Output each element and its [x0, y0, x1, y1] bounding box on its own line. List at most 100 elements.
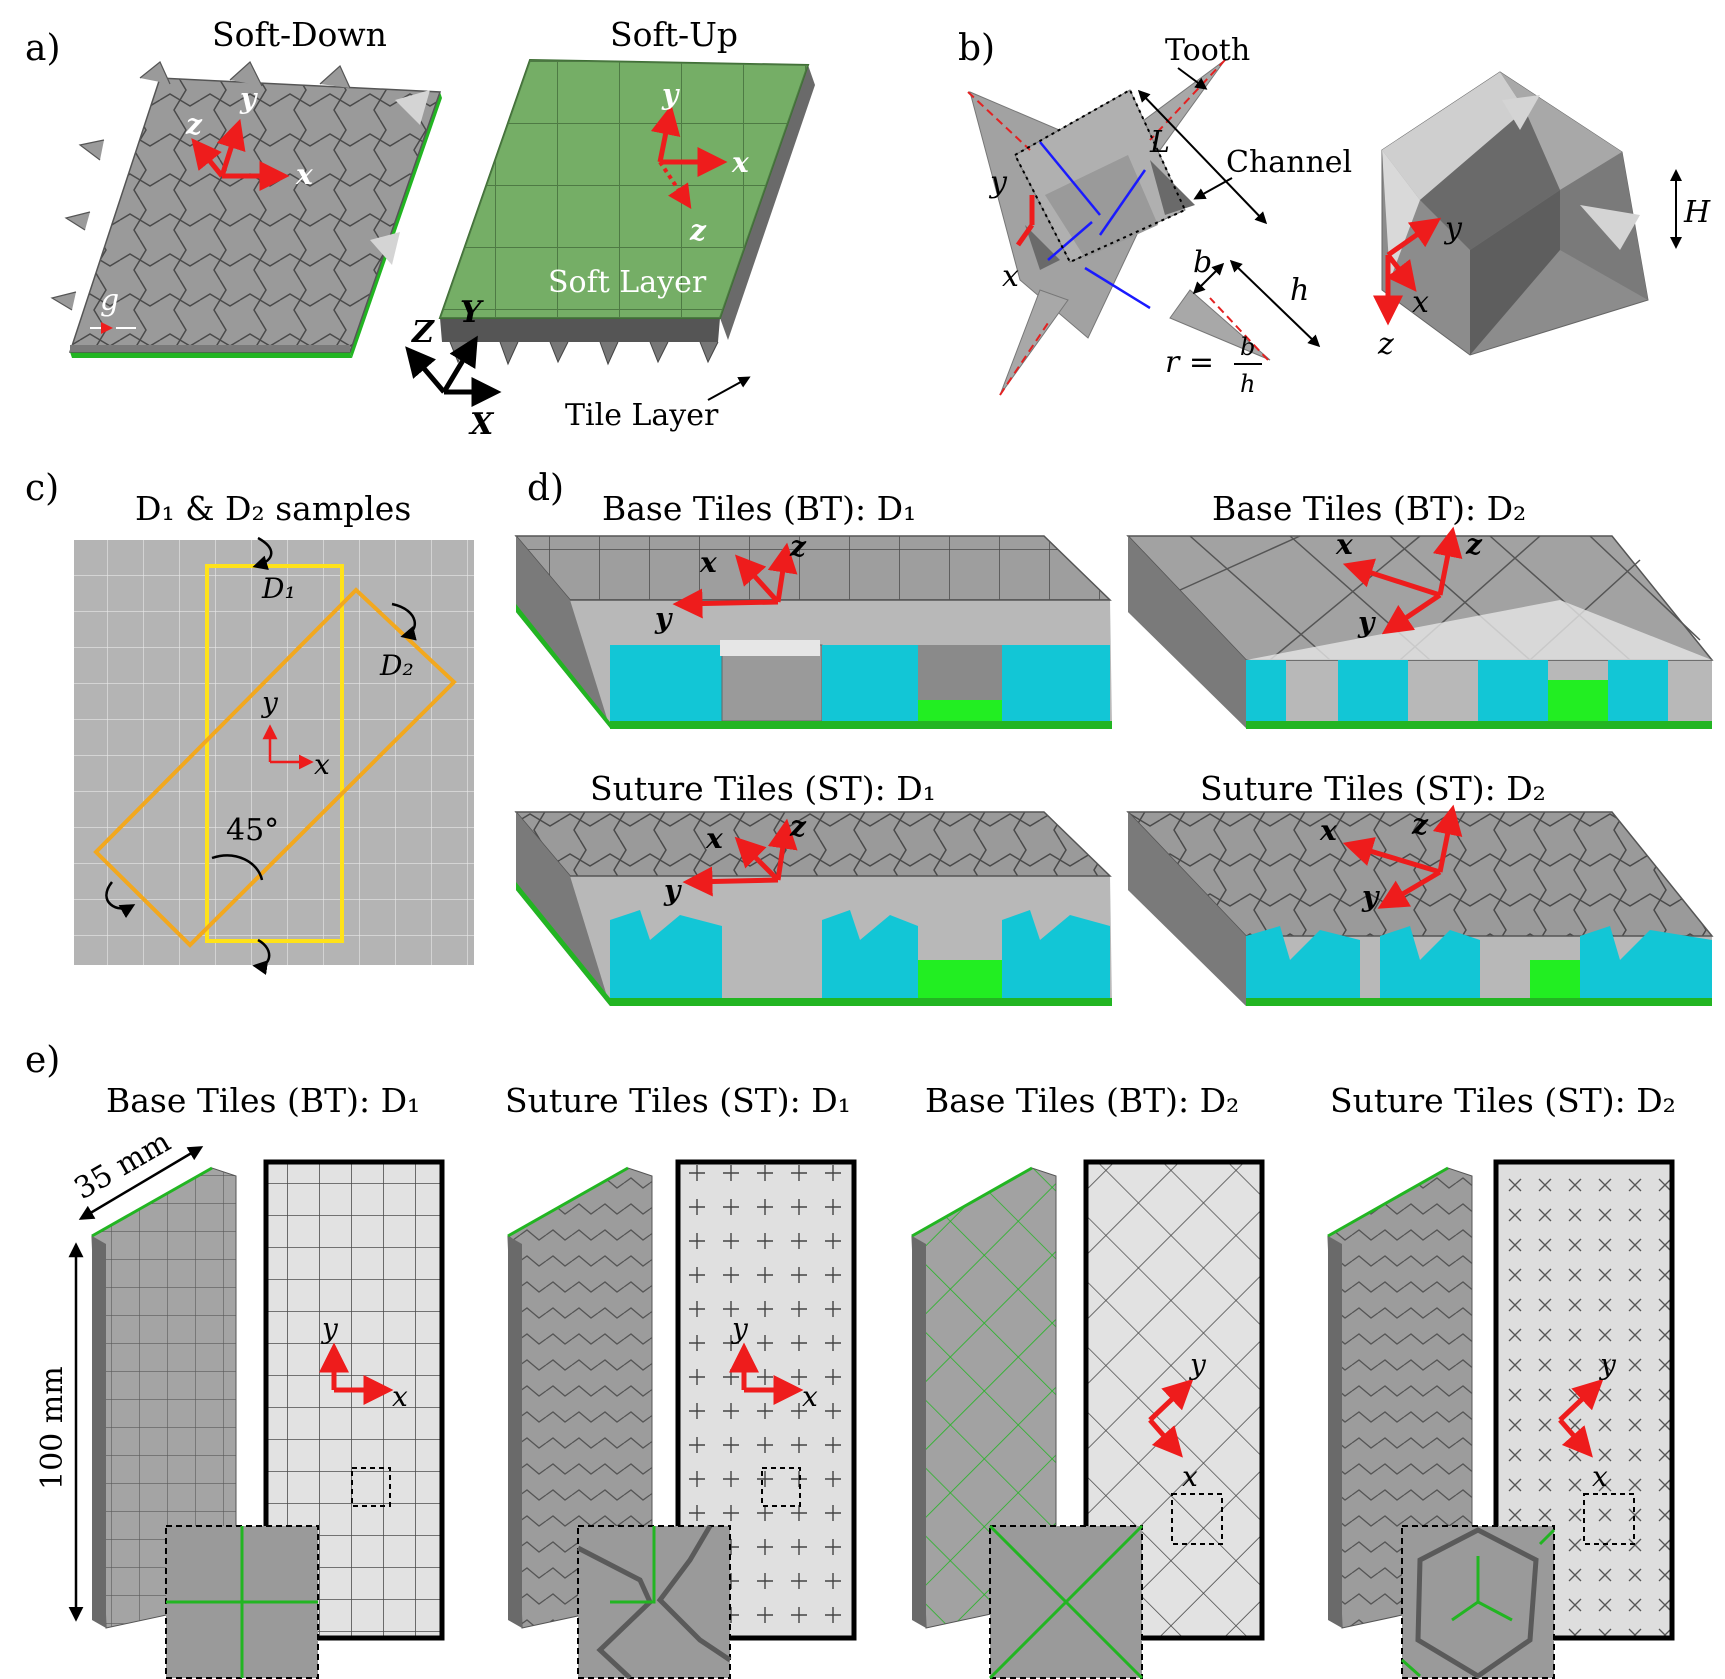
axis-z: z [185, 108, 203, 141]
tooth-unit-topview [967, 59, 1271, 396]
ratio-den: h [1240, 370, 1255, 398]
axis-y: y [654, 602, 673, 635]
panel-d: d) Base Tiles (BT): D₁ Base Tiles (BT): … [514, 468, 1714, 1006]
soft-up-slab [438, 58, 815, 366]
axis-x: x [699, 546, 717, 579]
axis-z: z [1411, 808, 1429, 841]
axis-Z: Z [411, 315, 435, 350]
gap-label: g [100, 283, 119, 318]
axis-z: z [1465, 528, 1483, 561]
b-local-axes: y x [988, 165, 1035, 294]
dim-b: b [1193, 245, 1212, 280]
e-st-d1-title: Suture Tiles (ST): D₁ [505, 1081, 851, 1120]
samples-title: D₁ & D₂ samples [135, 489, 411, 528]
axis-x: x [731, 146, 749, 179]
panel-a: a) Soft-Down Soft-Up x y z g [25, 15, 815, 442]
e-st-d2-strip [1327, 1166, 1473, 1629]
st-d1-axes: x y z [663, 810, 807, 907]
e-bt-d1-title: Base Tiles (BT): D₁ [106, 1081, 420, 1120]
axis-x: x [314, 748, 330, 781]
axis-y: y [730, 1312, 749, 1345]
tile-layer-label: Tile Layer [565, 398, 719, 433]
panel-d-label: d) [527, 468, 564, 509]
axis-z: z [689, 214, 707, 247]
tooth-label: Tooth [1165, 33, 1250, 68]
tile-layer-callout: Tile Layer [565, 376, 751, 433]
dim-h: h [1290, 273, 1309, 308]
soft-down-local-axes: x y z [185, 82, 313, 191]
axis-x: x [1182, 1460, 1198, 1493]
axis-x: x [1412, 285, 1429, 320]
ratio-num: b [1240, 333, 1255, 361]
axis-x: x [1335, 528, 1353, 561]
e-bt-d1-inset [165, 1525, 319, 1679]
axis-z: z [789, 810, 807, 843]
axis-x: x [1002, 259, 1019, 294]
axis-y: y [239, 82, 258, 115]
dim-L: L [1149, 125, 1170, 160]
axis-y: y [663, 874, 682, 907]
d1-label: D₁ [261, 572, 296, 605]
d2-label: D₂ [379, 649, 414, 682]
dim-H: H [1683, 195, 1711, 230]
soft-up-title: Soft-Up [610, 15, 738, 54]
e-bt-d2-strip [911, 1166, 1057, 1629]
bt-d1-block [514, 535, 1112, 729]
axis-z: z [1377, 327, 1394, 362]
e-bt-d2-title: Base Tiles (BT): D₂ [925, 1081, 1239, 1120]
bt-d2-axes: x y z [1335, 526, 1483, 639]
axis-x: x [392, 1380, 408, 1413]
axis-y: y [1188, 1348, 1207, 1381]
d1-sample-outline [205, 564, 344, 943]
panel-c-label: c) [25, 468, 59, 509]
axis-y: y [260, 686, 279, 719]
soft-down-slab [50, 61, 442, 358]
axis-x: x [802, 1380, 818, 1413]
d2-sample-outline [93, 587, 457, 948]
axis-y: y [1357, 606, 1376, 639]
soft-down-title: Soft-Down [212, 15, 387, 54]
axis-y: y [1443, 211, 1463, 246]
axis-z: z [789, 530, 807, 563]
panel-e: e) Base Tiles (BT): D₁ Suture Tiles (ST)… [25, 1040, 1676, 1679]
panel-a-label: a) [25, 28, 61, 69]
st-d2-block [1126, 811, 1714, 1006]
bt-d2-block [1126, 535, 1714, 729]
axis-y: y [1598, 1348, 1617, 1381]
st-d1-title: Suture Tiles (ST): D₁ [590, 769, 936, 808]
soft-up-local-axes: x y z [650, 78, 749, 247]
panel-e-label: e) [25, 1040, 60, 1081]
axis-Y: Y [460, 295, 484, 330]
st-d2-title: Suture Tiles (ST): D₂ [1200, 769, 1546, 808]
axis-x: x [295, 158, 313, 191]
axis-x: x [1592, 1460, 1608, 1493]
axis-x: x [1319, 814, 1337, 847]
e-bt-d1-strip [91, 1166, 237, 1629]
tooth-unit-3d: H y x z [1373, 71, 1711, 362]
soft-layer-label: Soft Layer [548, 265, 707, 300]
e-st-d2-title: Suture Tiles (ST): D₂ [1330, 1081, 1676, 1120]
axis-x: x [705, 822, 723, 855]
panel-c: c) D₁ & D₂ samples D₁ D₂ x y 45° [25, 468, 474, 976]
e-st-d1-strip [507, 1166, 653, 1629]
axis-y: y [320, 1312, 339, 1345]
angle-label: 45° [226, 813, 279, 848]
axis-X: X [468, 407, 495, 442]
bt-d1-axes: x y z [654, 530, 807, 635]
panel-b: b) y x L [958, 28, 1711, 398]
height-label: 100 mm [35, 1366, 70, 1490]
panel-b-label: b) [958, 28, 995, 69]
e-bt-d2-inset [988, 1524, 1144, 1679]
e-st-d1-inset [576, 1524, 732, 1679]
axis-y: y [988, 165, 1008, 200]
b-dimensions: L b h Tooth Channel r = b h [1137, 33, 1352, 398]
e-st-d2-inset [1401, 1525, 1556, 1679]
st-d1-block [514, 811, 1112, 1006]
gap-annotation: g [90, 283, 136, 334]
global-axes: X Y Z [405, 295, 502, 442]
st-d2-axes: x y z [1319, 804, 1463, 913]
ratio-lhs: r = [1165, 345, 1214, 380]
axis-y: y [1361, 880, 1380, 913]
bt-d1-title: Base Tiles (BT): D₁ [602, 489, 916, 528]
